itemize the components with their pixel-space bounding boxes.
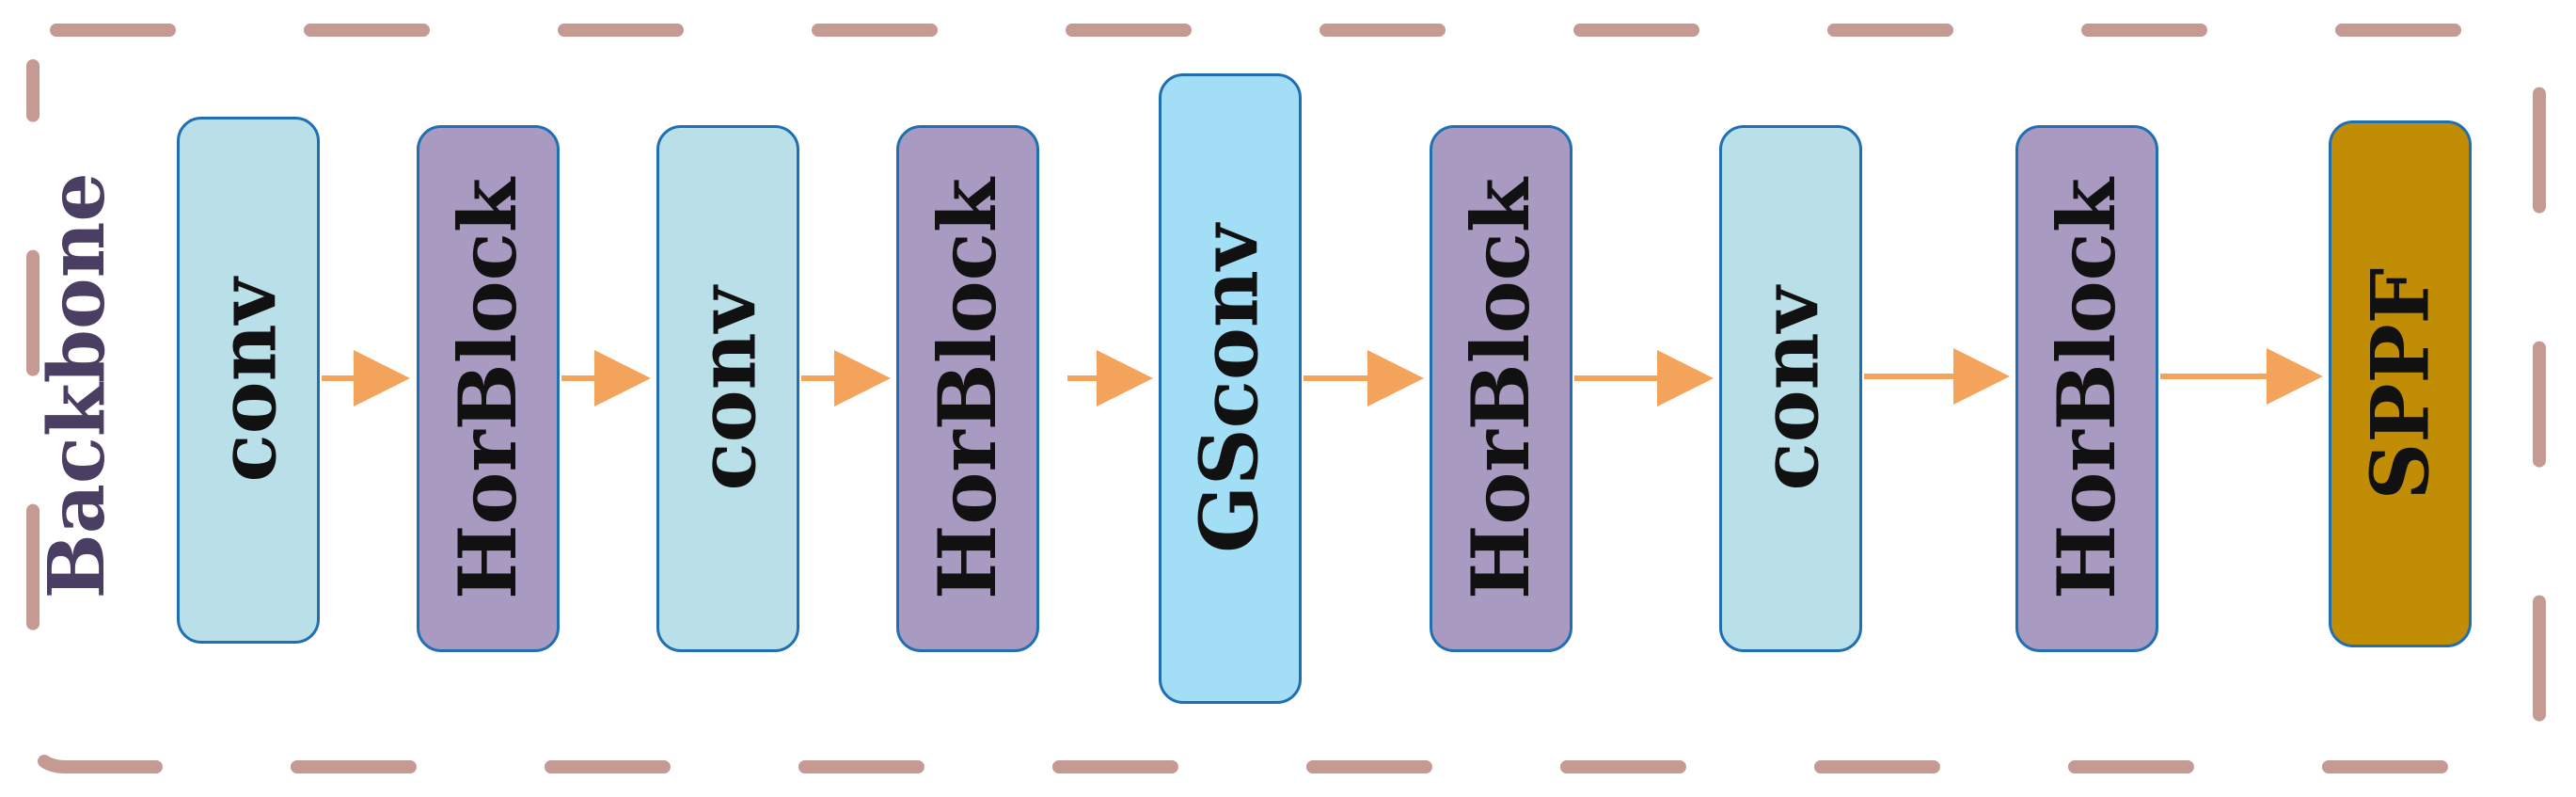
horblock-3-label: HorBlock xyxy=(1454,178,1547,599)
sppf-block-label: SPPF xyxy=(2353,267,2447,501)
conv-block-1[interactable]: conv xyxy=(177,117,320,644)
horblock-2[interactable]: HorBlock xyxy=(896,125,1039,652)
horblock-4-label: HorBlock xyxy=(2040,178,2133,599)
sppf-block[interactable]: SPPF xyxy=(2329,120,2472,647)
conv-block-3-label: conv xyxy=(1744,286,1837,491)
conv-block-2-label: conv xyxy=(681,286,774,491)
horblock-1-label: HorBlock xyxy=(441,178,534,599)
conv-block-3[interactable]: conv xyxy=(1719,125,1862,652)
horblock-2-label: HorBlock xyxy=(921,178,1014,599)
gsconv-block[interactable]: GSconv xyxy=(1159,73,1302,704)
horblock-4[interactable]: HorBlock xyxy=(2015,125,2158,652)
horblock-3[interactable]: HorBlock xyxy=(1430,125,1572,652)
conv-block-1-label: conv xyxy=(201,278,294,483)
gsconv-block-label: GSconv xyxy=(1183,224,1277,553)
conv-block-2[interactable]: conv xyxy=(656,125,799,652)
horblock-1[interactable]: HorBlock xyxy=(417,125,560,652)
